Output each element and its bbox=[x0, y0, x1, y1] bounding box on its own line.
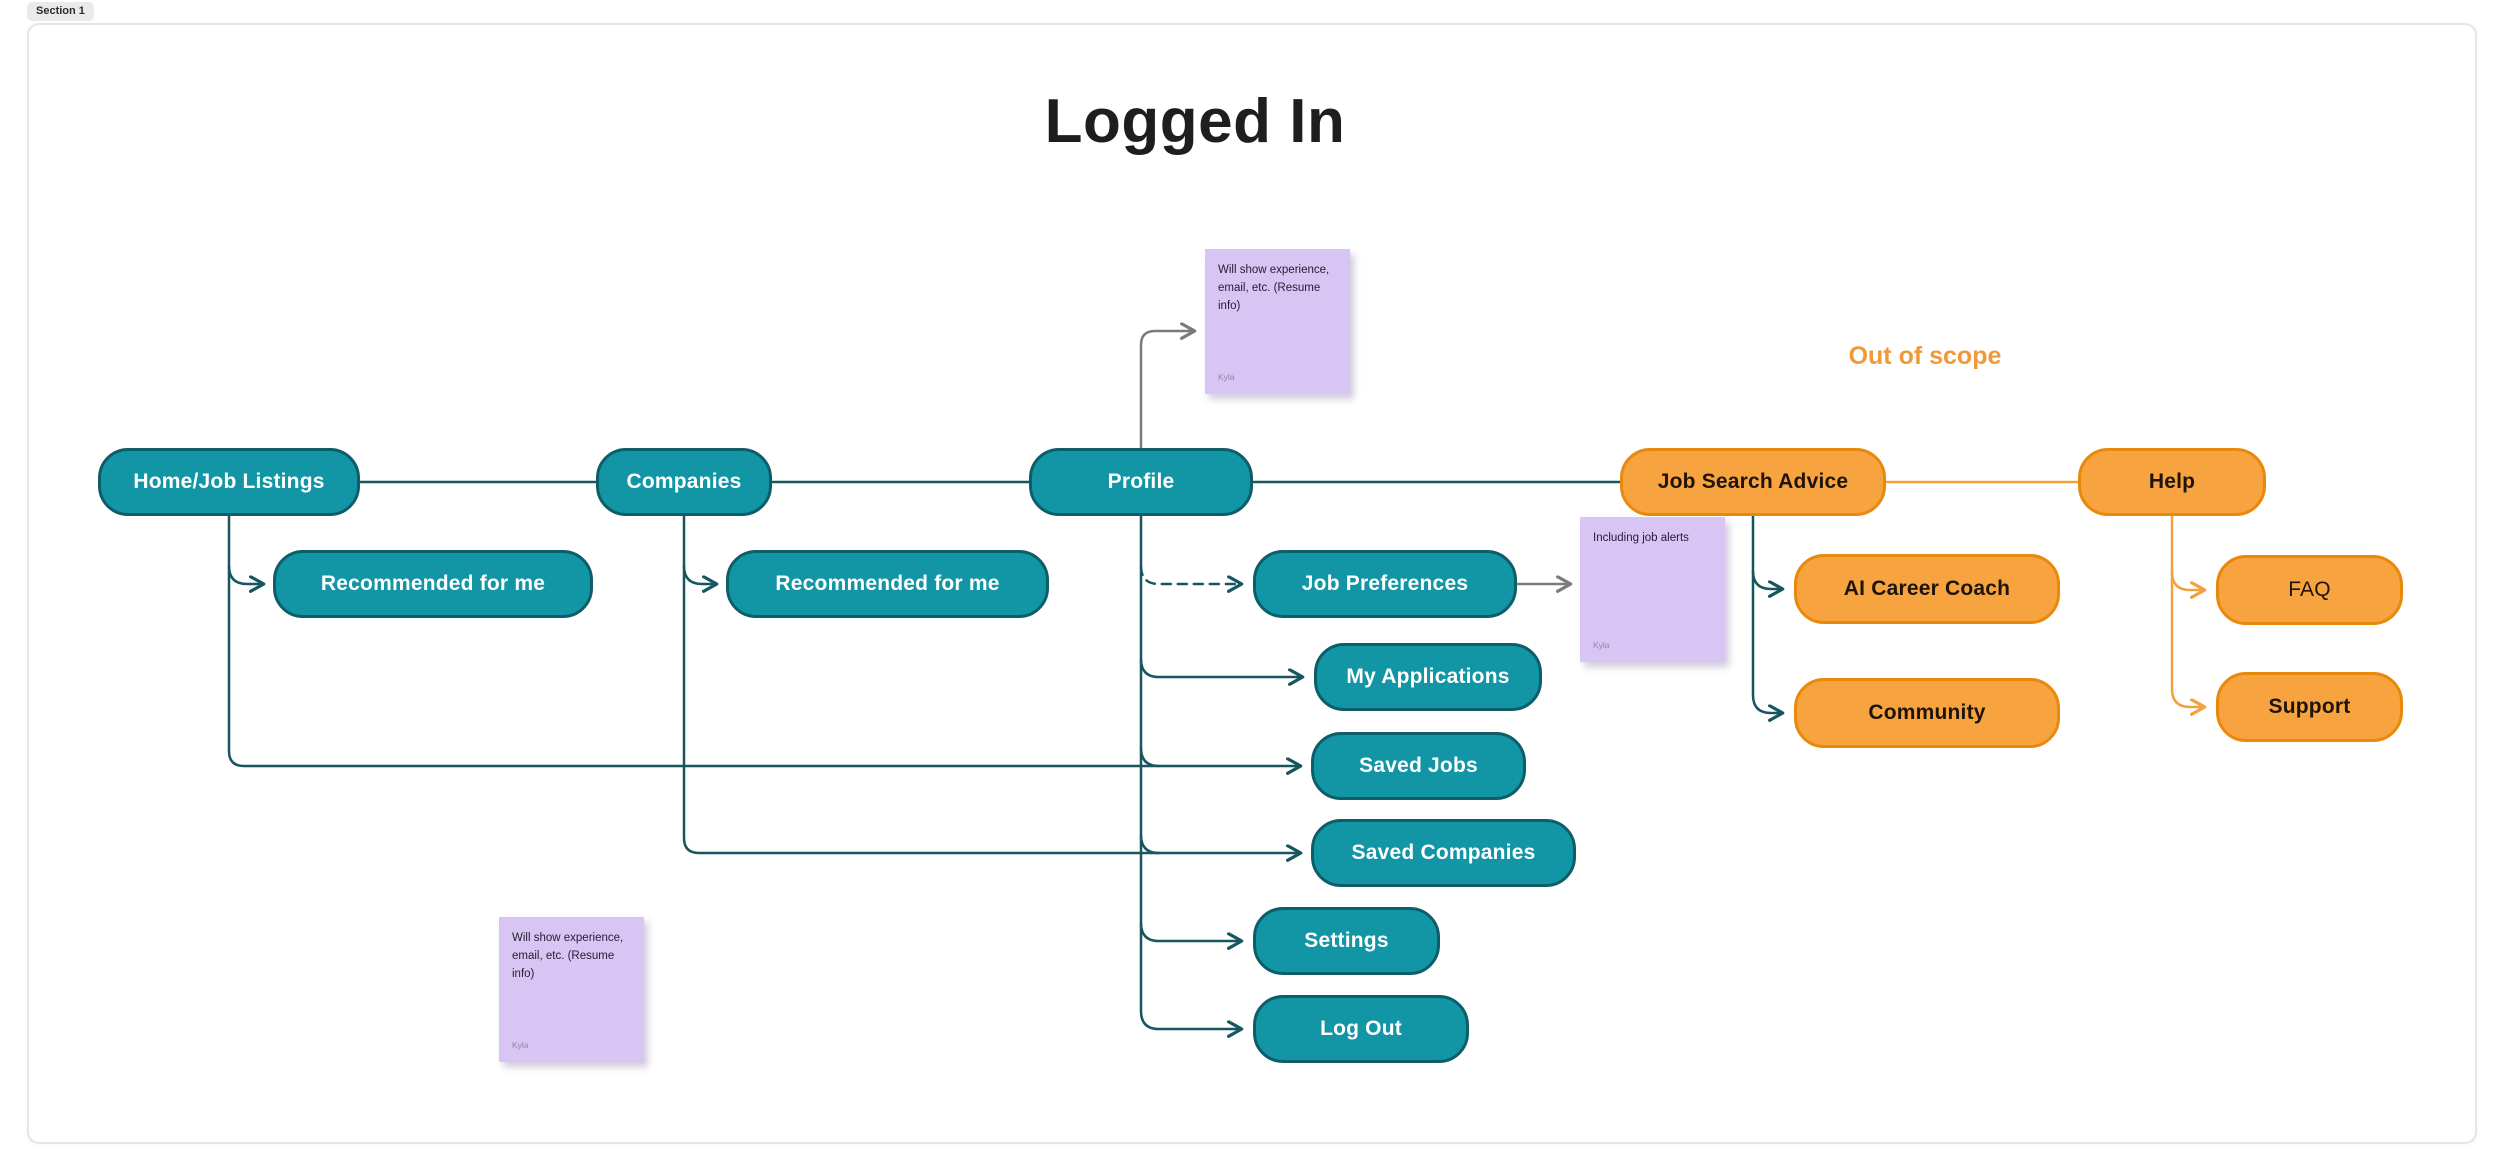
sticky-text: Including job alerts bbox=[1593, 532, 1689, 544]
sticky-text: Will show experience, email, etc. (Resum… bbox=[512, 932, 624, 980]
sticky-note-job-alerts[interactable]: Including job alerts Kyla bbox=[1580, 517, 1725, 662]
node-label: Log Out bbox=[1320, 1017, 1402, 1040]
out-of-scope-label[interactable]: Out of scope bbox=[1848, 342, 2002, 370]
connector-jsa-to-community bbox=[1751, 514, 1782, 713]
node-label: Recommended for me bbox=[775, 572, 1000, 595]
node-recommended-for-me-companies[interactable]: Recommended for me bbox=[726, 550, 1049, 618]
node-label: Profile bbox=[1107, 470, 1175, 493]
connector-profile-to-my-applications bbox=[1139, 657, 1302, 677]
connector-home-to-saved-jobs bbox=[227, 514, 1300, 766]
sticky-text: Will show experience, email, etc. (Resum… bbox=[1218, 264, 1330, 312]
connector-profile-to-resume-note bbox=[1139, 331, 1194, 450]
connector-companies-to-saved-companies bbox=[682, 514, 1300, 853]
connector-profile-to-settings bbox=[1139, 921, 1241, 941]
node-recommended-for-me-home[interactable]: Recommended for me bbox=[273, 550, 593, 618]
node-label: Saved Jobs bbox=[1359, 754, 1478, 777]
connector-home-to-recommended bbox=[227, 564, 263, 584]
connector-profile-to-saved-companies-branch bbox=[1139, 833, 1161, 855]
sticky-author: Kyla bbox=[1218, 371, 1235, 382]
sticky-author: Kyla bbox=[1593, 639, 1610, 650]
connector-profile-to-job-preferences-dashed bbox=[1139, 564, 1241, 584]
node-companies[interactable]: Companies bbox=[596, 448, 772, 516]
connector-help-to-faq bbox=[2170, 570, 2204, 590]
node-community[interactable]: Community bbox=[1794, 678, 2060, 748]
connector-help-to-support bbox=[2170, 514, 2204, 707]
node-label: FAQ bbox=[2288, 578, 2331, 601]
node-job-search-advice[interactable]: Job Search Advice bbox=[1620, 448, 1886, 516]
node-ai-career-coach[interactable]: AI Career Coach bbox=[1794, 554, 2060, 624]
connector-profile-to-saved-jobs-branch bbox=[1139, 746, 1161, 768]
node-label: Job Preferences bbox=[1301, 572, 1469, 595]
node-faq[interactable]: FAQ bbox=[2216, 555, 2403, 625]
node-label: Home/Job Listings bbox=[133, 470, 325, 493]
node-label: AI Career Coach bbox=[1843, 577, 2011, 600]
sticky-note-resume-top[interactable]: Will show experience, email, etc. (Resum… bbox=[1205, 249, 1350, 394]
node-support[interactable]: Support bbox=[2216, 672, 2403, 742]
node-label: My Applications bbox=[1346, 665, 1510, 688]
connector-companies-to-recommended bbox=[682, 564, 716, 584]
node-home-job-listings[interactable]: Home/Job Listings bbox=[98, 448, 360, 516]
node-log-out[interactable]: Log Out bbox=[1253, 995, 1469, 1063]
sticky-note-resume-bottom[interactable]: Will show experience, email, etc. (Resum… bbox=[499, 917, 644, 1062]
connector-profile-to-log-out bbox=[1139, 514, 1241, 1029]
node-saved-companies[interactable]: Saved Companies bbox=[1311, 819, 1576, 887]
node-my-applications[interactable]: My Applications bbox=[1314, 643, 1542, 711]
node-label: Companies bbox=[626, 470, 742, 493]
node-profile[interactable]: Profile bbox=[1029, 448, 1253, 516]
node-help[interactable]: Help bbox=[2078, 448, 2266, 516]
node-label: Help bbox=[2148, 470, 2196, 493]
node-settings[interactable]: Settings bbox=[1253, 907, 1440, 975]
section-label[interactable]: Section 1 bbox=[27, 2, 94, 22]
node-label: Saved Companies bbox=[1351, 841, 1536, 864]
node-saved-jobs[interactable]: Saved Jobs bbox=[1311, 732, 1526, 800]
node-label: Recommended for me bbox=[320, 572, 546, 595]
node-label: Settings bbox=[1304, 929, 1389, 952]
node-label: Support bbox=[2268, 695, 2351, 718]
node-job-preferences[interactable]: Job Preferences bbox=[1253, 550, 1517, 618]
page-title[interactable]: Logged In bbox=[1044, 87, 1346, 156]
node-label: Job Search Advice bbox=[1657, 470, 1849, 493]
node-label: Community bbox=[1868, 701, 1986, 724]
sticky-author: Kyla bbox=[512, 1039, 529, 1050]
connector-jsa-to-ai-career-coach bbox=[1751, 569, 1782, 589]
